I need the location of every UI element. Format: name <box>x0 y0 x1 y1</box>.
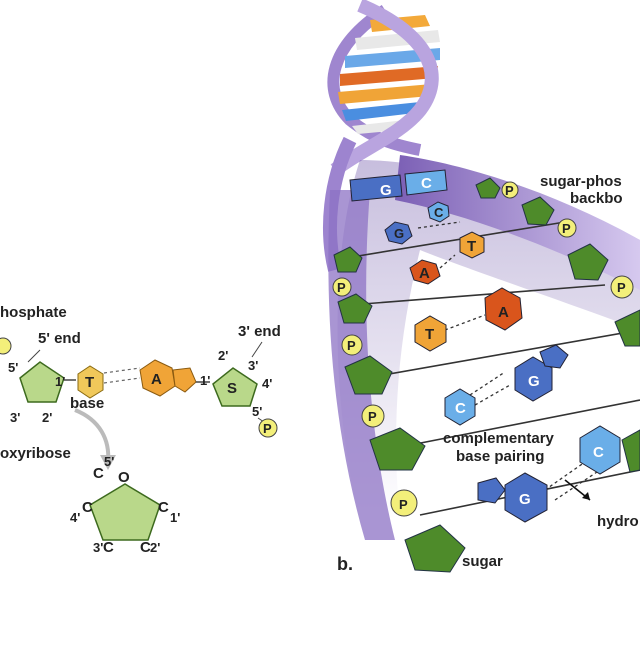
label-base: base <box>70 395 104 412</box>
sugar-pentagon <box>622 430 640 472</box>
cytosine-letter: C <box>593 444 604 461</box>
prime-label: 3' <box>10 410 20 425</box>
guanine-letter: G <box>528 373 540 390</box>
label-complementary-2: base pairing <box>456 448 544 465</box>
label-hydrogen: hydro <box>597 513 639 530</box>
prime-label: 3' <box>248 358 258 373</box>
ring-carbon: C <box>158 499 169 516</box>
label-sugar-phosphate-2: backbo <box>570 190 623 207</box>
adenine-letter: A <box>419 265 430 282</box>
hydrogen-bonds-small <box>104 368 140 383</box>
ring-carbon: C <box>103 539 114 556</box>
label-sugar-phosphate-1: sugar-phos <box>540 173 622 190</box>
sugar-letter: S <box>227 380 237 397</box>
guanine-hex-ext <box>540 345 568 368</box>
double-helix: P P P P P P P <box>328 5 640 574</box>
phosphate-letter: P <box>337 280 346 295</box>
prime-label: 5' <box>104 454 114 469</box>
ring-oxygen: O <box>118 469 130 486</box>
adenine-hex-ext <box>173 368 196 392</box>
phosphate-letter: P <box>399 497 408 512</box>
phosphate-circle <box>0 338 11 354</box>
guanine-letter: G <box>380 182 392 199</box>
guanine-block <box>350 175 402 201</box>
ring-carbon: C <box>93 465 104 482</box>
prime-label: 5' <box>252 404 262 419</box>
label-complementary-1: complementary <box>443 430 555 447</box>
prime-label: 2' <box>218 348 228 363</box>
prime-label: 4' <box>70 510 80 525</box>
phosphate-letter: P <box>505 183 514 198</box>
prime-label: 1' <box>55 374 65 389</box>
thymine-letter: T <box>467 238 476 255</box>
phosphate-letter: P <box>617 280 626 295</box>
thymine-letter: T <box>425 326 434 343</box>
label-sugar: sugar <box>462 553 503 570</box>
adenine-letter: A <box>151 371 162 388</box>
phosphate-letter: P <box>368 409 377 424</box>
prime-label: 1' <box>170 510 180 525</box>
label-five-prime-end: 5' end <box>38 330 81 347</box>
prime-label: 2' <box>42 410 52 425</box>
cytosine-letter: C <box>455 400 466 417</box>
prime-label: 2' <box>150 540 160 555</box>
guanine-letter: G <box>519 491 531 508</box>
nucleotide-detail: hosphate 5' end 3' end 5' 1' 3' 2' T bas… <box>0 304 281 556</box>
adenine-letter: A <box>498 304 509 321</box>
prime-label: 3' <box>93 540 103 555</box>
label-phosphate: hosphate <box>0 304 67 321</box>
prime-label: 1' <box>200 373 210 388</box>
cytosine-letter: C <box>421 175 432 192</box>
hydrogen-arrowhead <box>582 492 590 500</box>
guanine-letter: G <box>394 226 404 241</box>
prime-label: 5' <box>8 360 18 375</box>
cytosine-letter: C <box>434 205 444 220</box>
phosphate-letter: P <box>562 221 571 236</box>
prime-label: 4' <box>262 376 272 391</box>
thymine-letter: T <box>85 374 94 391</box>
phosphate-letter: P <box>347 338 356 353</box>
phosphate-letter: P <box>263 421 272 436</box>
sugar-pentagon <box>405 525 465 572</box>
deoxyribose-ring <box>90 484 160 540</box>
label-deoxyribose: oxyribose <box>0 445 71 462</box>
panel-label-b: b. <box>337 554 353 574</box>
label-three-prime-end: 3' end <box>238 323 281 340</box>
ring-carbon: C <box>82 499 93 516</box>
